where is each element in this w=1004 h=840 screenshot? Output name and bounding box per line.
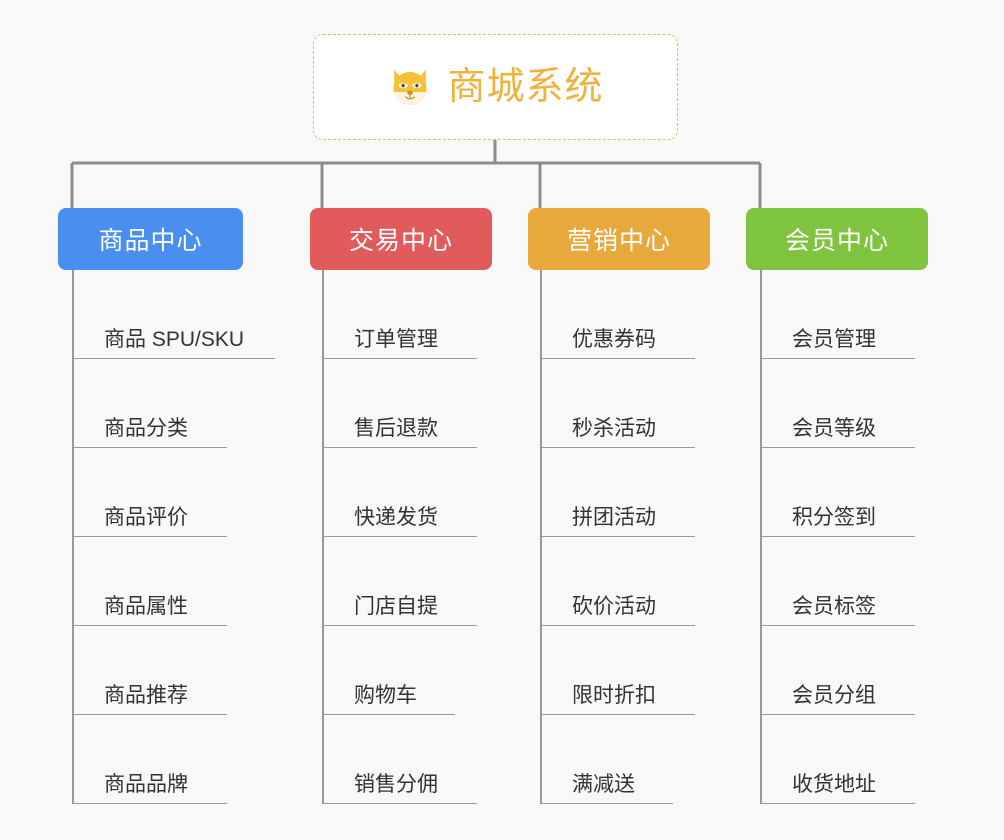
leaf-label: 门店自提 [354, 595, 438, 618]
leaf-label: 秒杀活动 [572, 417, 656, 440]
leaf-label: 满减送 [572, 773, 635, 796]
leaf-label: 快递发货 [354, 506, 438, 529]
leaf-item[interactable]: 秒杀活动 [528, 359, 710, 448]
leaf-label: 收货地址 [792, 773, 876, 796]
leaf-label: 会员等级 [792, 417, 876, 440]
leaf-item[interactable]: 商品属性 [58, 537, 243, 626]
root-node[interactable]: 商城系统 [313, 34, 678, 140]
leaf-label: 会员分组 [792, 684, 876, 707]
leaf-underline [322, 714, 455, 715]
leaf-label: 会员标签 [792, 595, 876, 618]
leaf-item[interactable]: 会员标签 [746, 537, 928, 626]
leaf-list: 优惠券码秒杀活动拼团活动砍价活动限时折扣满减送 [528, 270, 710, 804]
category-column: 交易中心订单管理售后退款快递发货门店自提购物车销售分佣 [310, 208, 492, 804]
column-trunk-line [760, 270, 762, 804]
leaf-label: 商品评价 [104, 506, 188, 529]
leaf-underline [322, 447, 477, 448]
leaf-item[interactable]: 会员管理 [746, 270, 928, 359]
category-column: 营销中心优惠券码秒杀活动拼团活动砍价活动限时折扣满减送 [528, 208, 710, 804]
leaf-label: 商品属性 [104, 595, 188, 618]
shiba-dog-icon [393, 69, 428, 105]
leaf-item[interactable]: 商品 SPU/SKU [58, 270, 275, 359]
category-header[interactable]: 交易中心 [310, 208, 492, 270]
leaf-underline [540, 803, 673, 804]
leaf-list: 商品 SPU/SKU 商品分类商品评价商品属性商品推荐商品品牌 [58, 270, 275, 804]
leaf-item[interactable]: 会员分组 [746, 626, 928, 715]
leaf-label: 购物车 [354, 684, 417, 707]
leaf-list: 订单管理售后退款快递发货门店自提购物车销售分佣 [310, 270, 492, 804]
leaf-item[interactable]: 拼团活动 [528, 448, 710, 537]
root-title: 商城系统 [447, 66, 604, 108]
leaf-label: 优惠券码 [572, 328, 656, 351]
leaf-label: 订单管理 [354, 328, 438, 351]
leaf-underline [72, 447, 227, 448]
leaf-item[interactable]: 订单管理 [310, 270, 492, 359]
leaf-underline [540, 447, 695, 448]
leaf-label: 售后退款 [354, 417, 438, 440]
column-trunk-line [322, 270, 324, 804]
leaf-list: 会员管理会员等级积分签到会员标签会员分组收货地址 [746, 270, 928, 804]
leaf-item[interactable]: 满减送 [528, 715, 710, 804]
leaf-item[interactable]: 门店自提 [310, 537, 492, 626]
column-trunk-line [540, 270, 542, 804]
leaf-item[interactable]: 快递发货 [310, 448, 492, 537]
leaf-label: 拼团活动 [572, 506, 656, 529]
leaf-underline [760, 803, 915, 804]
leaf-item[interactable]: 售后退款 [310, 359, 492, 448]
leaf-item[interactable]: 优惠券码 [528, 270, 710, 359]
category-column: 会员中心会员管理会员等级积分签到会员标签会员分组收货地址 [746, 208, 928, 804]
category-column: 商品中心商品 SPU/SKU 商品分类商品评价商品属性商品推荐商品品牌 [58, 208, 275, 804]
leaf-underline [760, 447, 915, 448]
leaf-underline [72, 536, 227, 537]
category-header[interactable]: 商品中心 [58, 208, 243, 270]
leaf-underline [72, 625, 227, 626]
leaf-item[interactable]: 积分签到 [746, 448, 928, 537]
category-header[interactable]: 营销中心 [528, 208, 710, 270]
leaf-underline [72, 714, 227, 715]
leaf-item[interactable]: 限时折扣 [528, 626, 710, 715]
leaf-underline [322, 625, 477, 626]
leaf-item[interactable]: 收货地址 [746, 715, 928, 804]
leaf-underline [760, 358, 915, 359]
leaf-underline [72, 358, 275, 359]
leaf-item[interactable]: 商品推荐 [58, 626, 243, 715]
leaf-underline [760, 625, 915, 626]
leaf-label: 商品推荐 [104, 684, 188, 707]
leaf-underline [72, 803, 227, 804]
leaf-underline [322, 358, 477, 359]
leaf-label: 商品 SPU/SKU [104, 328, 245, 351]
leaf-item[interactable]: 商品品牌 [58, 715, 243, 804]
leaf-label: 商品品牌 [104, 773, 188, 796]
leaf-label: 砍价活动 [572, 595, 656, 618]
leaf-underline [540, 714, 695, 715]
leaf-underline [760, 714, 915, 715]
category-header[interactable]: 会员中心 [746, 208, 928, 270]
leaf-label: 销售分佣 [354, 773, 438, 796]
leaf-underline [322, 803, 477, 804]
leaf-underline [322, 536, 477, 537]
leaf-label: 商品分类 [104, 417, 188, 440]
leaf-item[interactable]: 购物车 [310, 626, 492, 715]
leaf-label: 会员管理 [792, 328, 876, 351]
leaf-underline [540, 358, 695, 359]
leaf-underline [760, 536, 915, 537]
leaf-underline [540, 625, 695, 626]
leaf-label: 积分签到 [792, 506, 876, 529]
leaf-item[interactable]: 商品分类 [58, 359, 243, 448]
leaf-item[interactable]: 商品评价 [58, 448, 243, 537]
leaf-item[interactable]: 砍价活动 [528, 537, 710, 626]
column-trunk-line [72, 270, 74, 804]
leaf-underline [540, 536, 695, 537]
leaf-label: 限时折扣 [572, 684, 656, 707]
leaf-item[interactable]: 会员等级 [746, 359, 928, 448]
leaf-item[interactable]: 销售分佣 [310, 715, 492, 804]
